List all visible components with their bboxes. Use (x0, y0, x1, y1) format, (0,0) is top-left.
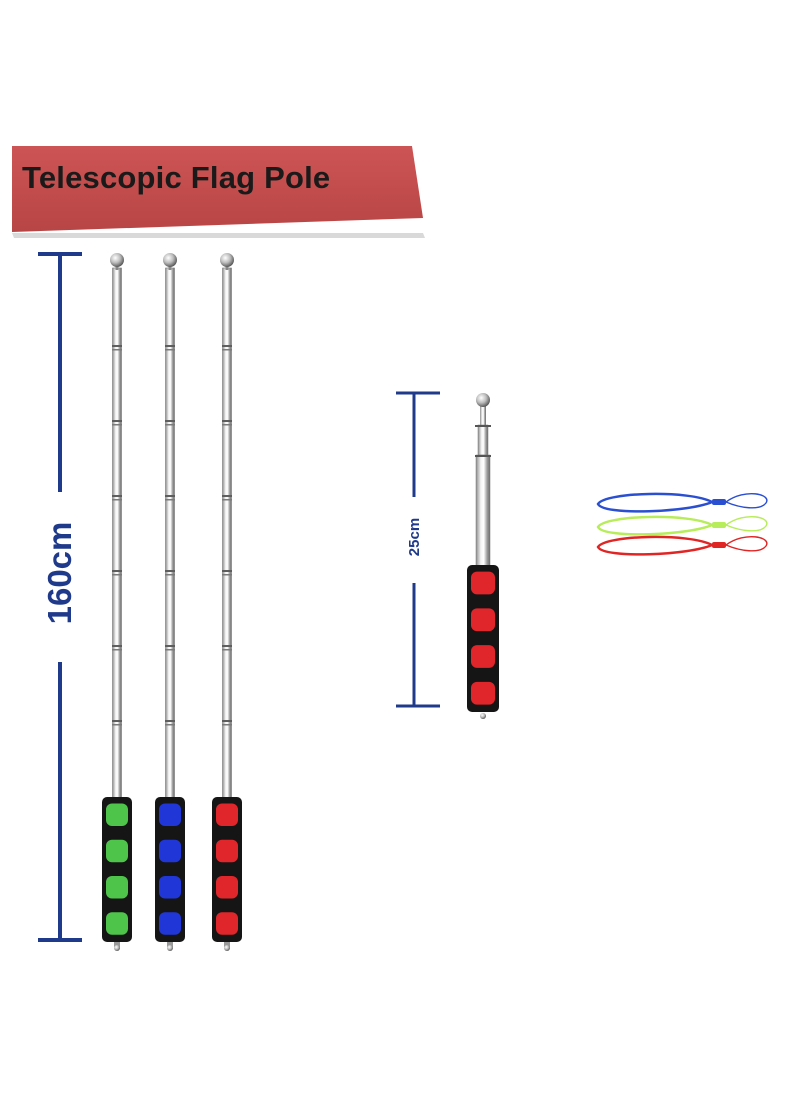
lanyard-red (596, 535, 768, 556)
length-label-25cm: 25cm (406, 517, 423, 557)
extended-pole-green (102, 253, 132, 951)
title-banner (12, 146, 425, 238)
dimension-160cm (38, 252, 82, 942)
length-label-160cm: 160cm (41, 521, 78, 625)
banner-title: Telescopic Flag Pole (22, 160, 331, 195)
dimension-25cm (396, 391, 440, 708)
banner-background (12, 146, 423, 232)
lanyard-green (596, 515, 768, 536)
extended-pole-red (212, 253, 242, 951)
extended-pole-blue (155, 253, 185, 951)
lanyard-blue (596, 492, 768, 513)
collapsed-pole (467, 393, 499, 719)
